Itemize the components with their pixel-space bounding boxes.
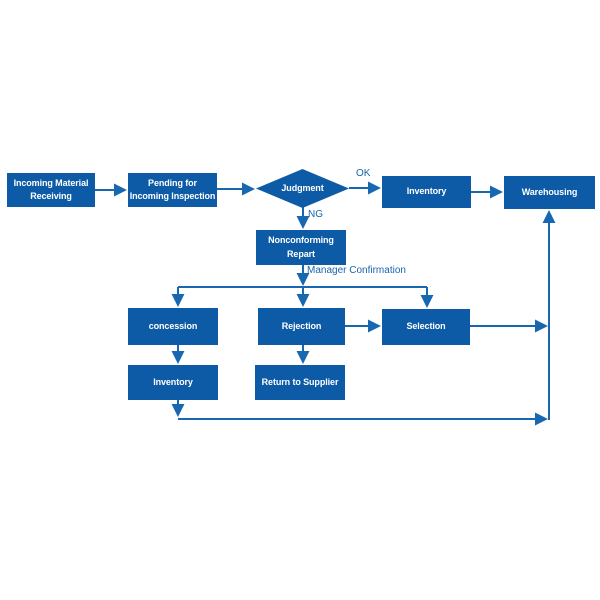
node-inventory-after-ok: Inventory — [382, 176, 471, 208]
node-selection: Selection — [382, 309, 470, 345]
node-return-to-supplier: Return to Supplier — [255, 365, 345, 400]
edge-label-manager-confirmation: Manager Confirmation — [307, 265, 406, 276]
node-concession: concession — [128, 308, 218, 345]
edge-label-ok: OK — [356, 168, 371, 179]
node-inventory-after-concession: Inventory — [128, 365, 218, 400]
node-rejection: Rejection — [258, 308, 345, 345]
edge-label-ng: NG — [308, 209, 323, 220]
node-warehousing: Warehousing — [504, 176, 595, 209]
